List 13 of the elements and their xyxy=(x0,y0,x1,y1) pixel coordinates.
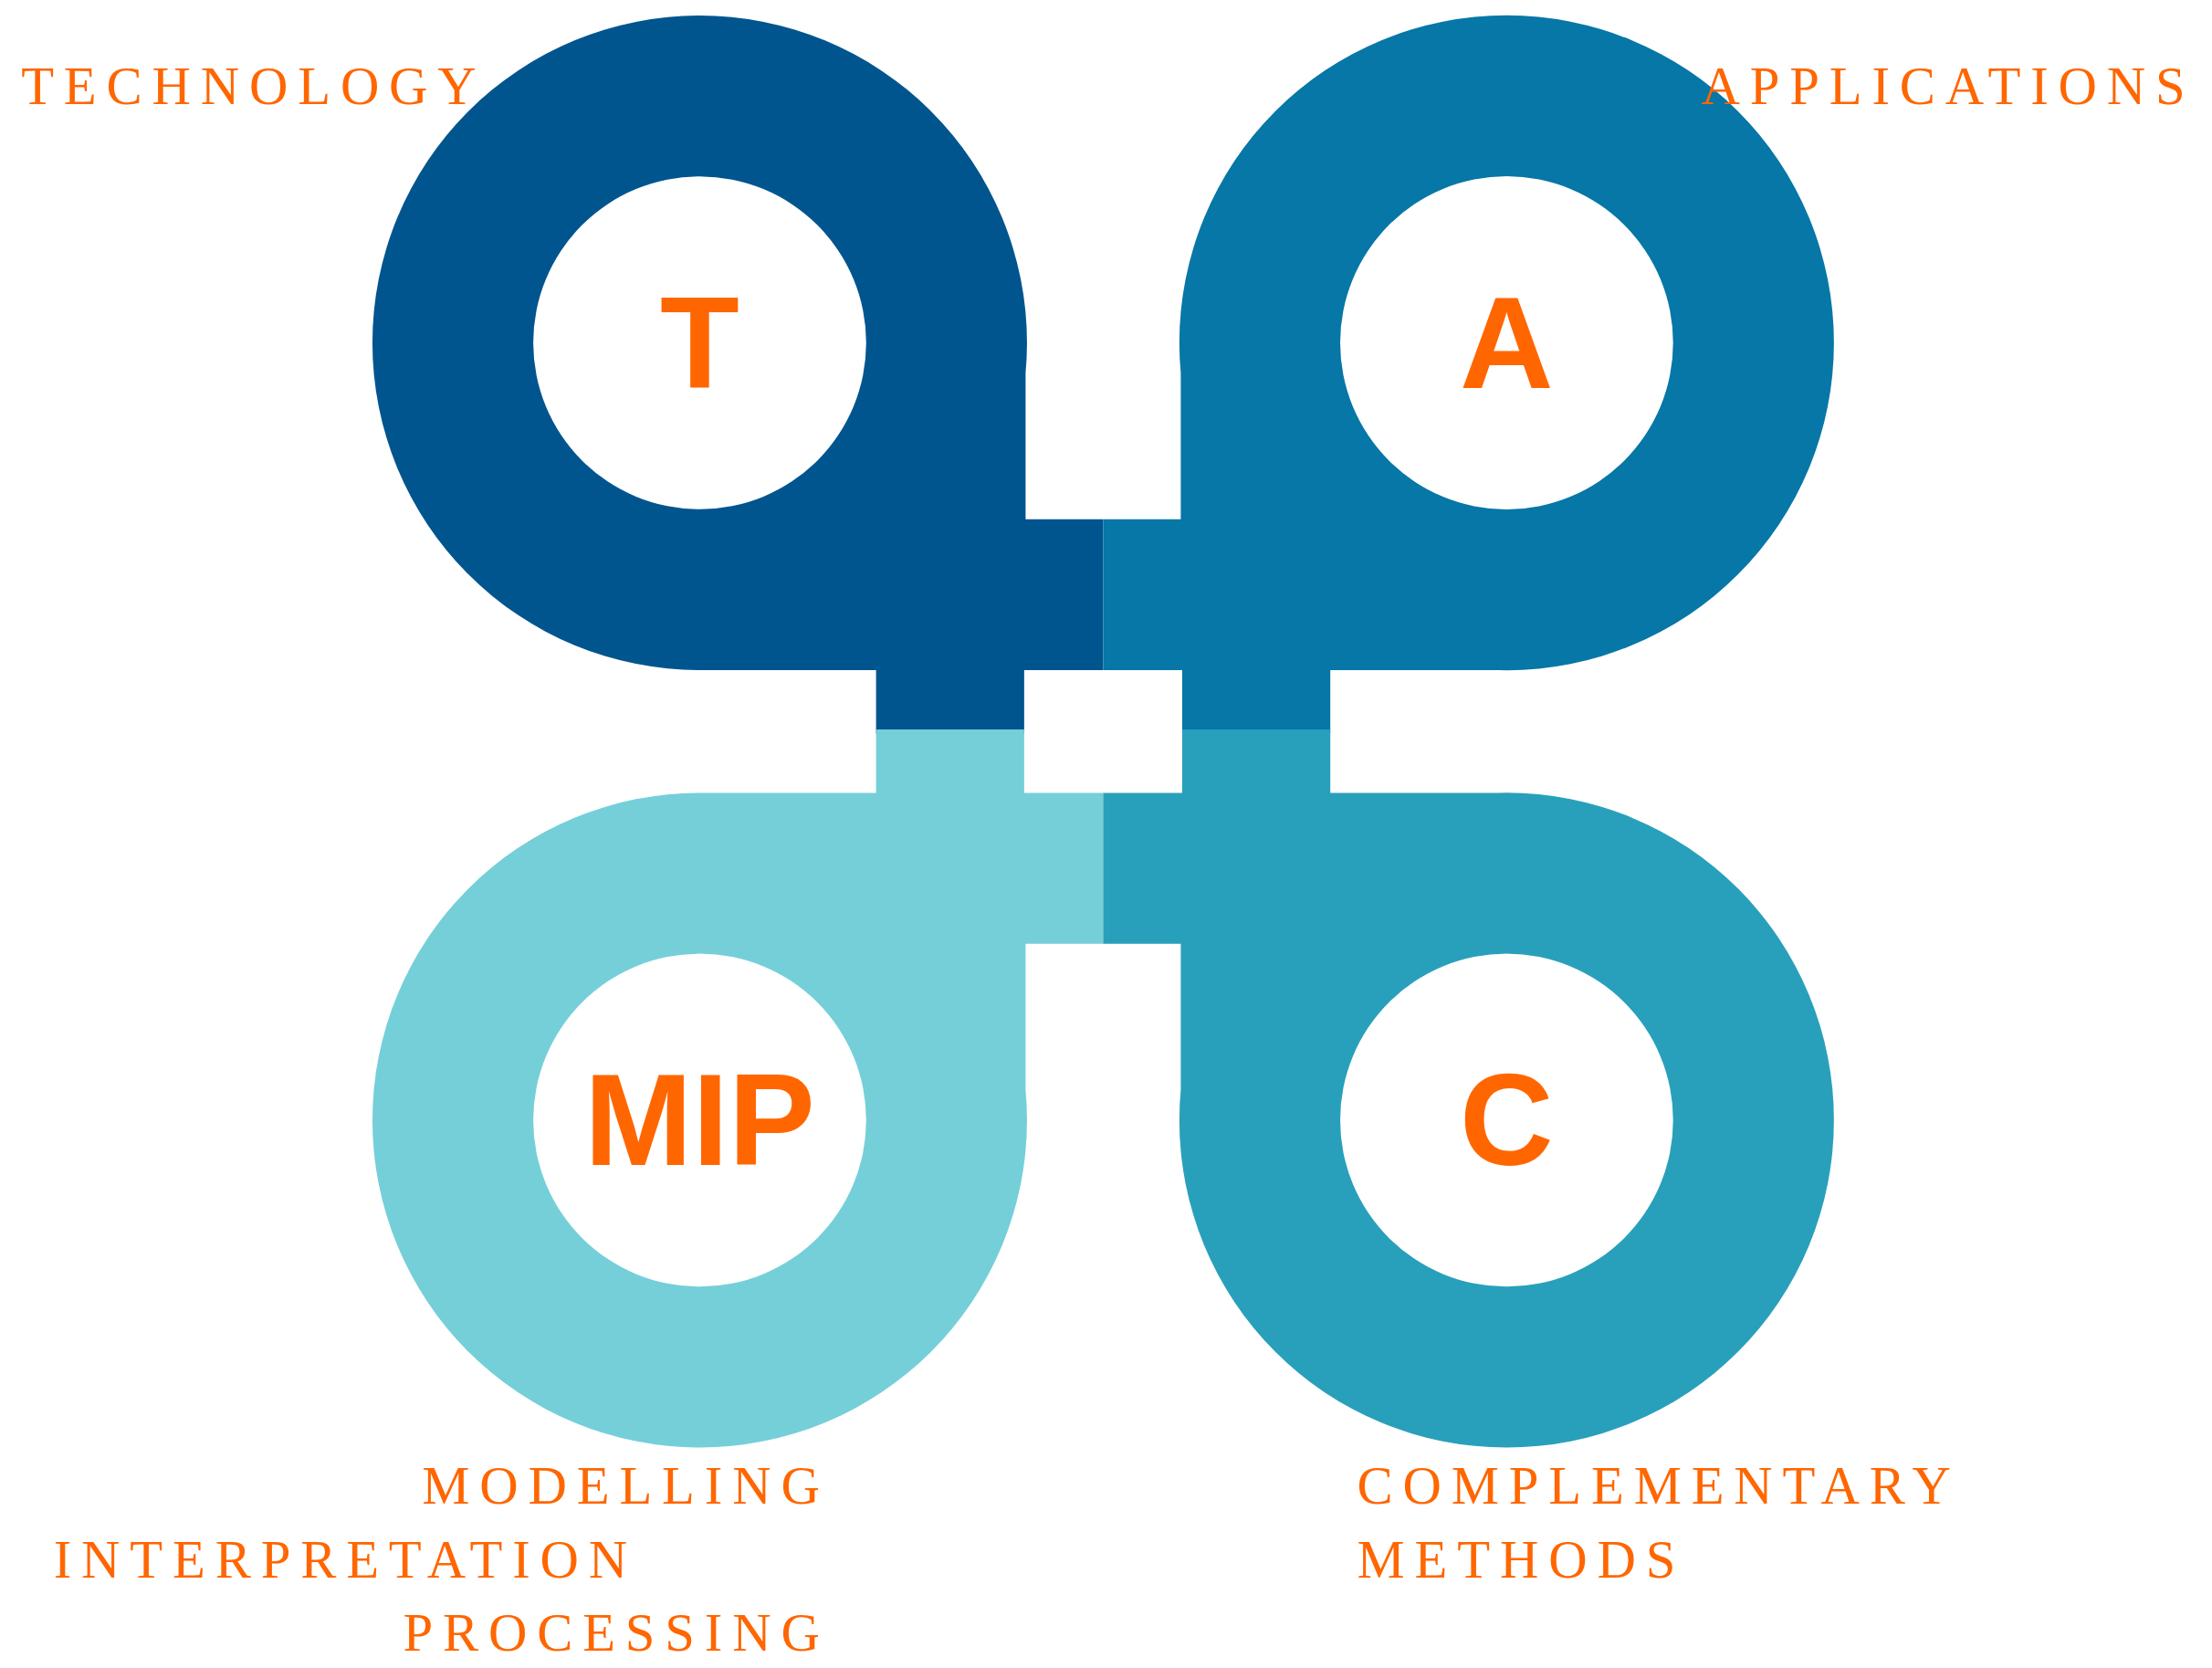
quadrant-letter: T xyxy=(660,278,739,408)
caption-text: APPLICATIONS xyxy=(1701,58,2196,113)
caption-text: TECHNOLOGY xyxy=(21,58,487,113)
quadrant-shape xyxy=(372,729,1104,1448)
caption-text: MODELLING xyxy=(422,1458,830,1513)
quadrant-letter: MIP xyxy=(584,1054,815,1186)
quadrant-letter: C xyxy=(1460,1054,1554,1186)
quadrant-shape xyxy=(1103,729,1834,1448)
caption-text: INTERPRETATION xyxy=(53,1532,638,1586)
caption-text: PROCESSING xyxy=(403,1605,830,1660)
caption-text: METHODS xyxy=(1357,1532,1686,1586)
quadrant-letter: A xyxy=(1460,278,1554,408)
caption-text: COMPLEMENTARY xyxy=(1357,1458,1961,1513)
